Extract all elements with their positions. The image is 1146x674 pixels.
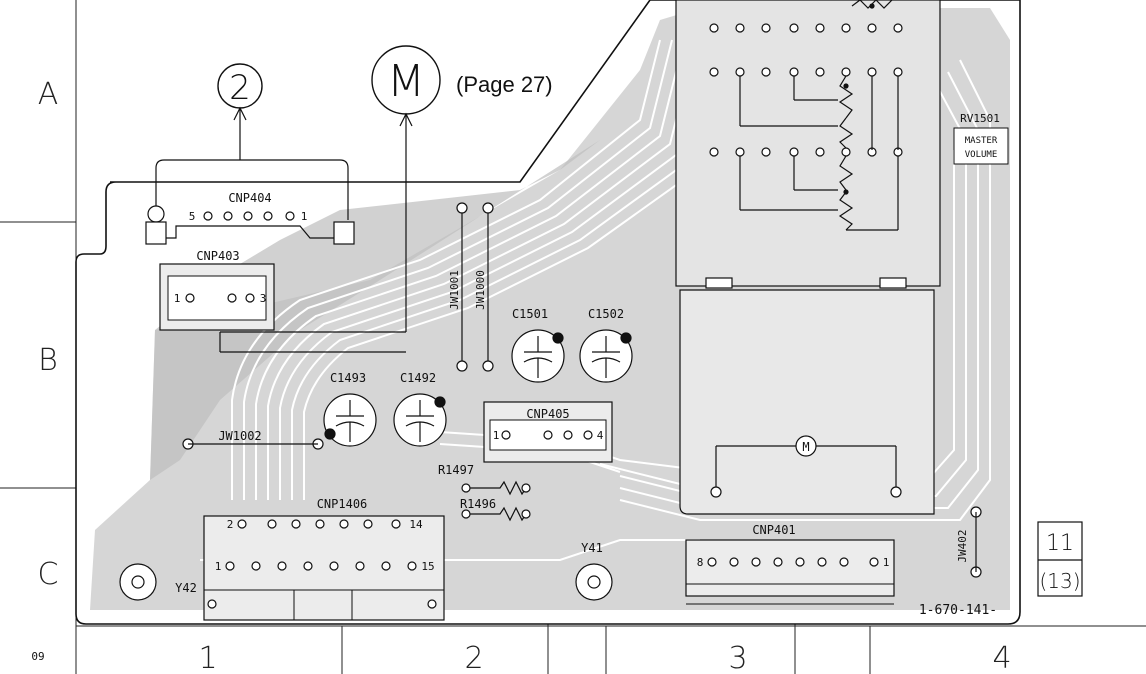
motor-block — [679, 289, 935, 515]
ref-circle-2-text: 2 — [229, 68, 251, 108]
master-volume-line1: MASTER — [965, 136, 998, 146]
cnp1406-pin-1: 1 — [215, 560, 222, 573]
ref-circle-m-text: M — [387, 56, 425, 107]
cnp405-label: CNP405 — [526, 407, 569, 421]
cnp403-pin-3: 3 — [260, 292, 267, 305]
r1496-label: R1496 — [460, 497, 496, 511]
r1497-label: R1497 — [438, 463, 474, 477]
ref-circle-2: 2 — [155, 63, 349, 220]
resistors — [461, 480, 531, 522]
capacitors — [323, 329, 633, 447]
ref-circle-m: M — [219, 45, 441, 353]
col-labels: 1 2 3 4 09 — [31, 641, 1011, 674]
page-number: 11 — [1046, 531, 1074, 556]
cnp405-pin-4: 4 — [597, 429, 604, 442]
jw1002-label: JW1002 — [218, 429, 261, 443]
cnp401-pin-1: 1 — [883, 556, 890, 569]
jumpers — [182, 202, 982, 578]
cnp1406-pin-14: 14 — [409, 518, 423, 531]
c1492-label: C1492 — [400, 371, 436, 385]
y41-label: Y41 — [581, 541, 603, 555]
page-reference: (Page 27) — [456, 72, 553, 97]
sub-page-number: (13) — [1039, 569, 1080, 593]
volume-module — [675, 0, 941, 289]
cnp401-pin-8: 8 — [697, 556, 704, 569]
board-id: 1-670-141- — [919, 603, 997, 618]
master-volume-line2: VOLUME — [965, 150, 998, 160]
cnp1406-label: CNP1406 — [317, 497, 368, 511]
corner-label: 09 — [31, 650, 44, 663]
cnp403-pin-1: 1 — [174, 292, 181, 305]
c1502-label: C1502 — [588, 307, 624, 321]
cnp405-pin-1: 1 — [493, 429, 500, 442]
cnp1406-pin-2: 2 — [227, 518, 234, 531]
cnp403-label: CNP403 — [196, 249, 239, 263]
y42-label: Y42 — [175, 581, 197, 595]
cnp404-label: CNP404 — [228, 191, 271, 205]
c1492-symbol — [393, 393, 447, 447]
cnp404-pin-5: 5 — [189, 210, 196, 223]
col-label-4: 4 — [992, 641, 1011, 674]
jw1001-label: JW1001 — [448, 270, 461, 310]
cnp403 — [159, 263, 275, 331]
row-labels: A B C — [38, 77, 59, 592]
cnp1406-pin-15: 15 — [421, 560, 434, 573]
mount-holes — [119, 563, 613, 601]
col-label-2: 2 — [464, 641, 483, 674]
cnp1406 — [203, 515, 445, 621]
cnp401 — [685, 539, 895, 605]
volume-pins-row1 — [709, 23, 903, 157]
cnp405 — [483, 401, 613, 463]
jw1000-label: JW1000 — [474, 270, 487, 310]
row-label-c: C — [38, 557, 59, 592]
c1493-label: C1493 — [330, 371, 366, 385]
cnp404-pin-1: 1 — [301, 210, 308, 223]
jw402-label: JW402 — [956, 529, 969, 562]
col-label-1: 1 — [198, 641, 217, 674]
col-label-3: 3 — [728, 641, 747, 674]
c1501-symbol — [511, 329, 565, 383]
row-label-b: B — [38, 343, 58, 378]
cnp404 — [145, 205, 355, 245]
cnp401-label: CNP401 — [752, 523, 795, 537]
c1502-symbol — [579, 329, 633, 383]
motor-symbol-label: M — [802, 440, 809, 454]
c1493-symbol — [323, 393, 377, 447]
master-volume-box: MASTER VOLUME — [953, 127, 1009, 165]
c1501-label: C1501 — [512, 307, 548, 321]
page-box: 11 (13) — [1037, 521, 1083, 597]
row-label-a: A — [38, 77, 59, 112]
rv1501-label: RV1501 — [960, 112, 1000, 125]
